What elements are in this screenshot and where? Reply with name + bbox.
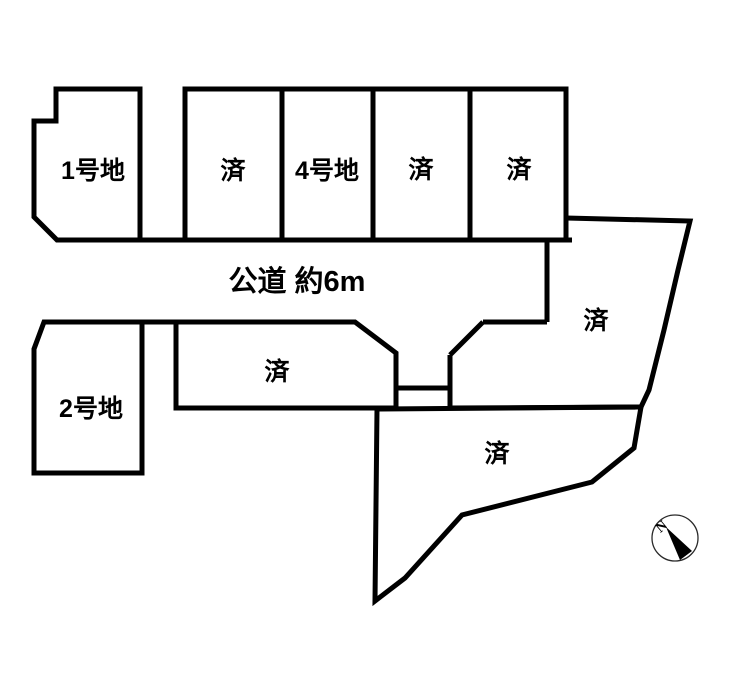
top-sold-2-label: 済 [408,155,434,184]
middle-sold-label: 済 [264,357,290,386]
neck-diagonal-line [448,320,485,357]
lot-2-label: 2号地 [59,395,123,423]
middle-sold-boundary [173,319,399,411]
compass-needle-icon [666,527,692,560]
top-sold-1-label: 済 [220,156,246,185]
lot-1-label: 1号地 [61,157,125,185]
lot-2-boundary [31,319,145,476]
right-sold-label: 済 [583,306,609,335]
top-sold-3-label: 済 [506,155,532,184]
compass-icon: N [651,514,699,562]
bottom-sold-label: 済 [484,439,510,468]
bottom-sold-boundary [372,404,644,607]
right-sold-boundary [449,215,694,411]
lot-1-boundary [31,86,143,243]
road-label: 公道 約6m [229,264,366,298]
lot-4-label: 4号地 [295,157,359,185]
